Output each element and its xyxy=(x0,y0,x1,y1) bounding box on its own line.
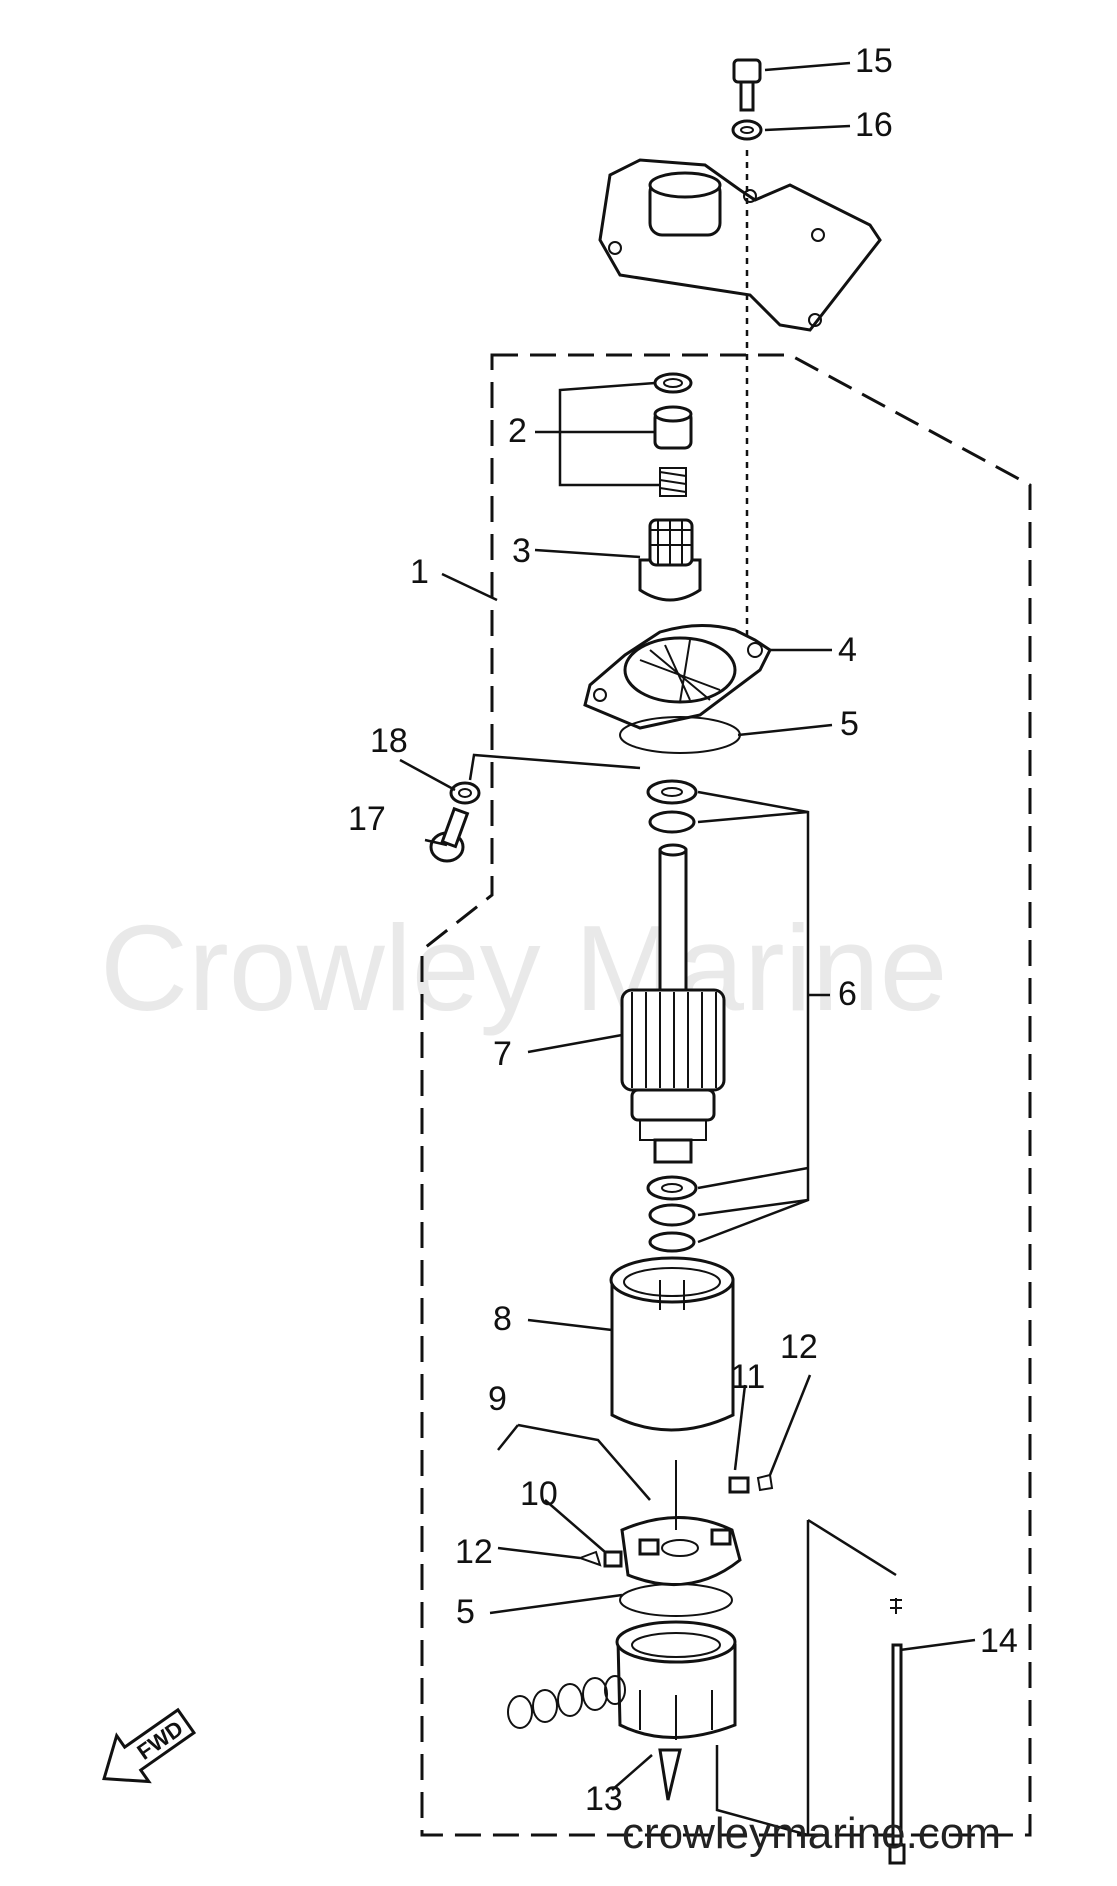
watermark-text: Crowley Marine xyxy=(100,900,947,1036)
nut-18 xyxy=(449,781,481,805)
front-housing-4 xyxy=(583,623,772,730)
fwd-arrow: FWD xyxy=(102,1707,197,1784)
label-11: 11 xyxy=(730,1358,765,1396)
label-12-upper: 12 xyxy=(780,1328,818,1366)
label-4: 4 xyxy=(838,631,857,669)
clip-12-upper xyxy=(756,1473,774,1492)
springs xyxy=(507,1675,626,1729)
label-5-bottom: 5 xyxy=(456,1593,475,1631)
label-9: 9 xyxy=(488,1380,507,1418)
o-ring-5-bottom xyxy=(619,1583,733,1617)
brush-plate-9 xyxy=(620,1460,742,1587)
end-cover-13 xyxy=(615,1620,737,1801)
bolt-15 xyxy=(732,58,762,112)
brush-11 xyxy=(728,1476,750,1494)
bolt-17 xyxy=(429,806,470,863)
label-2: 2 xyxy=(508,412,527,450)
brush-10 xyxy=(603,1550,623,1568)
collar-set-2 xyxy=(653,372,693,497)
label-3: 3 xyxy=(512,532,531,570)
label-12-lower: 12 xyxy=(455,1533,493,1571)
label-13: 13 xyxy=(585,1780,623,1818)
label-10: 10 xyxy=(520,1475,558,1513)
label-5-top: 5 xyxy=(840,705,859,743)
through-bolt-14 xyxy=(888,1598,906,1865)
label-1: 1 xyxy=(410,553,429,591)
mounting-bracket xyxy=(598,158,882,332)
label-17: 17 xyxy=(348,800,386,838)
label-6: 6 xyxy=(838,975,857,1013)
label-16: 16 xyxy=(855,106,893,144)
label-7: 7 xyxy=(493,1035,512,1073)
label-18: 18 xyxy=(370,722,408,760)
label-8: 8 xyxy=(493,1300,512,1338)
leader-lines xyxy=(399,61,976,1791)
o-ring-5-top xyxy=(619,716,741,754)
yoke-8 xyxy=(609,1256,735,1432)
part-labels: 1 2 3 4 5 5 6 7 8 9 10 11 12 12 13 14 15… xyxy=(348,42,1018,1818)
armature-7 xyxy=(620,843,726,1164)
washers-6 xyxy=(646,779,698,1253)
label-14: 14 xyxy=(980,1622,1018,1660)
pinion-gear-3 xyxy=(638,518,702,602)
label-15: 15 xyxy=(855,42,893,80)
clip-12-lower xyxy=(577,1550,602,1567)
assembly-boundary xyxy=(420,353,1032,1837)
site-url: crowleymarine.com xyxy=(622,1809,1001,1858)
washer-16 xyxy=(731,119,763,141)
